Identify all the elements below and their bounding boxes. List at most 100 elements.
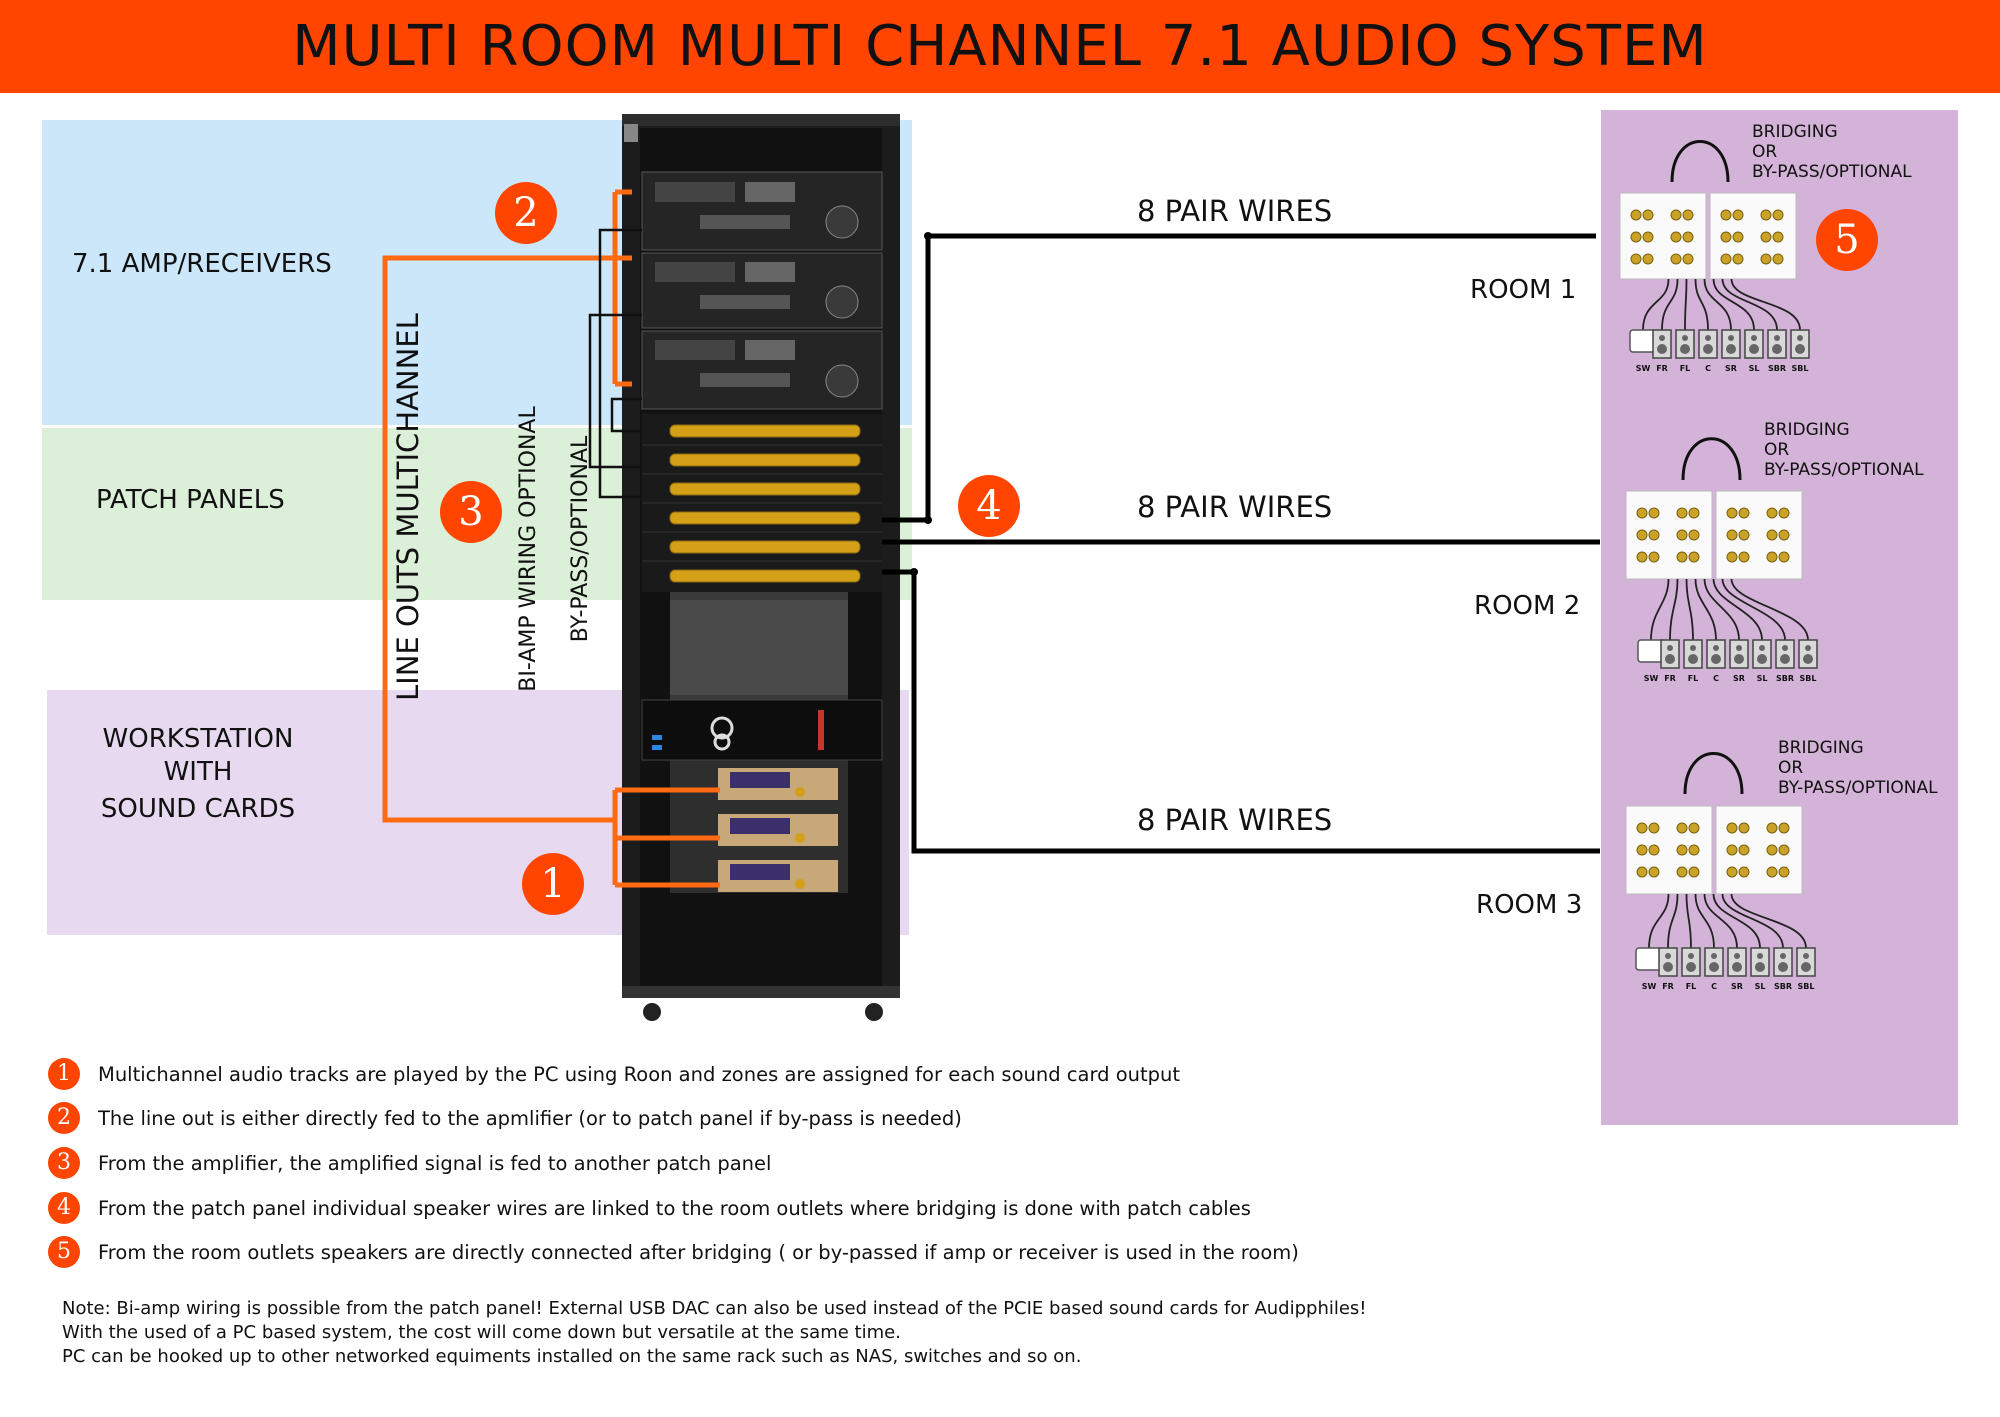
legend-text-5: From the room outlets speakers are direc… — [98, 1240, 1299, 1264]
speaker-cable — [1730, 578, 1809, 641]
outlet-terminal — [1732, 231, 1744, 243]
speaker-tweeter — [1665, 953, 1671, 959]
outlet-terminal — [1636, 551, 1648, 563]
outlet-terminal — [1760, 209, 1772, 221]
outlet-terminal — [1732, 209, 1744, 221]
outlet-terminal — [1688, 507, 1700, 519]
speaker-tweeter — [1736, 645, 1742, 651]
sound-card-3 — [718, 860, 838, 892]
workstation-pc — [641, 699, 883, 761]
bypass-label: BY-PASS/OPTIONAL — [568, 435, 593, 643]
outlet-terminal — [1772, 209, 1784, 221]
outlet-terminal — [1726, 529, 1738, 541]
badge-step-5: 5 — [1816, 209, 1878, 271]
speaker-cable — [1703, 578, 1740, 641]
speaker-woofer — [1665, 654, 1675, 664]
outlet-terminal — [1676, 822, 1688, 834]
line-outs-label: LINE OUTS MULTICHANNEL — [391, 313, 425, 701]
outlet-terminal — [1726, 507, 1738, 519]
speaker-tweeter — [1659, 335, 1665, 341]
outlet-terminal — [1642, 253, 1654, 265]
perforated-panel — [670, 600, 848, 695]
speaker-label: SBR — [1776, 674, 1794, 683]
legend-item-4: 4 From the patch panel individual speake… — [48, 1190, 1251, 1226]
speaker-woofer — [1803, 654, 1813, 664]
outlet-terminal — [1682, 253, 1694, 265]
room-1-bridging-cable — [1670, 140, 1730, 183]
speaker-tweeter — [1688, 953, 1694, 959]
outlet-terminal — [1778, 551, 1790, 563]
amp-zone-label: 7.1 AMP/RECEIVERS — [72, 249, 332, 279]
workstation-zone-label-1: WORKSTATION — [102, 724, 294, 754]
speaker-label: SR — [1725, 364, 1737, 373]
workstation-zone-label-3: SOUND CARDS — [100, 794, 296, 824]
outlet-terminal — [1630, 231, 1642, 243]
subwoofer-icon — [1635, 947, 1663, 971]
outlet-terminal — [1726, 844, 1738, 856]
outlet-terminal — [1720, 253, 1732, 265]
speaker-cable — [1730, 893, 1807, 949]
outlet-terminal — [1670, 231, 1682, 243]
speaker-cable — [1685, 578, 1694, 641]
patch-zone-label: PATCH PANELS — [96, 485, 285, 515]
outlet-terminal — [1648, 551, 1660, 563]
speaker-tweeter — [1734, 953, 1740, 959]
speaker-cable — [1694, 578, 1717, 641]
legend-badge-2: 2 — [48, 1102, 80, 1134]
speaker-label: SL — [1755, 982, 1766, 991]
speaker-woofer — [1755, 962, 1765, 972]
speaker-woofer — [1657, 344, 1667, 354]
speaker-woofer — [1795, 344, 1805, 354]
speaker-label: C — [1705, 364, 1711, 373]
outlet-terminal — [1636, 507, 1648, 519]
outlet-terminal — [1772, 253, 1784, 265]
speaker-woofer — [1772, 344, 1782, 354]
patch-panels — [642, 414, 882, 592]
speaker-tweeter — [1757, 953, 1763, 959]
speaker-woofer — [1780, 654, 1790, 664]
badge-step-1: 1 — [522, 853, 584, 915]
speaker-cable — [1669, 578, 1679, 641]
wire-label-room-1: 8 PAIR WIRES — [1137, 194, 1333, 228]
outlet-terminal — [1630, 209, 1642, 221]
room-2-bridging-cable — [1681, 437, 1742, 481]
speaker-label: C — [1713, 674, 1719, 683]
outlet-terminal — [1766, 507, 1778, 519]
speaker-woofer — [1680, 344, 1690, 354]
speaker-cable — [1661, 278, 1679, 331]
speaker-tweeter — [1805, 645, 1811, 651]
outlet-terminal — [1636, 529, 1648, 541]
outlet-terminal — [1670, 253, 1682, 265]
speaker-label: FR — [1662, 982, 1674, 991]
speaker-tweeter — [1797, 335, 1803, 341]
speaker-tweeter — [1667, 645, 1673, 651]
room-3-label: ROOM 3 — [1476, 890, 1583, 920]
badge-step-3: 3 — [440, 481, 502, 543]
legend-item-5: 5 From the room outlets speakers are dir… — [48, 1234, 1299, 1270]
speaker-tweeter — [1759, 645, 1765, 651]
speaker-tweeter — [1713, 645, 1719, 651]
speaker-wires — [882, 233, 1600, 854]
outlet-terminal — [1676, 866, 1688, 878]
sound-card-2 — [718, 814, 838, 846]
outlet-terminal — [1676, 529, 1688, 541]
speaker-label: SL — [1749, 364, 1760, 373]
outlet-terminal — [1766, 844, 1778, 856]
wire-label-room-3: 8 PAIR WIRES — [1137, 803, 1333, 837]
speaker-tweeter — [1682, 335, 1688, 341]
outlet-terminal — [1738, 866, 1750, 878]
biamp-label: BI-AMP WIRING OPTIONAL — [516, 406, 541, 692]
speaker-tweeter — [1774, 335, 1780, 341]
outlet-terminal — [1636, 844, 1648, 856]
speaker-woofer — [1778, 962, 1788, 972]
outlet-terminal — [1648, 507, 1660, 519]
speaker-cable — [1721, 578, 1786, 641]
outlet-terminal — [1766, 529, 1778, 541]
outlet-terminal — [1760, 253, 1772, 265]
legend-badge-5: 5 — [48, 1236, 80, 1268]
speaker-label: SR — [1733, 674, 1745, 683]
speaker-cable — [1703, 278, 1732, 331]
outlet-terminal — [1688, 866, 1700, 878]
